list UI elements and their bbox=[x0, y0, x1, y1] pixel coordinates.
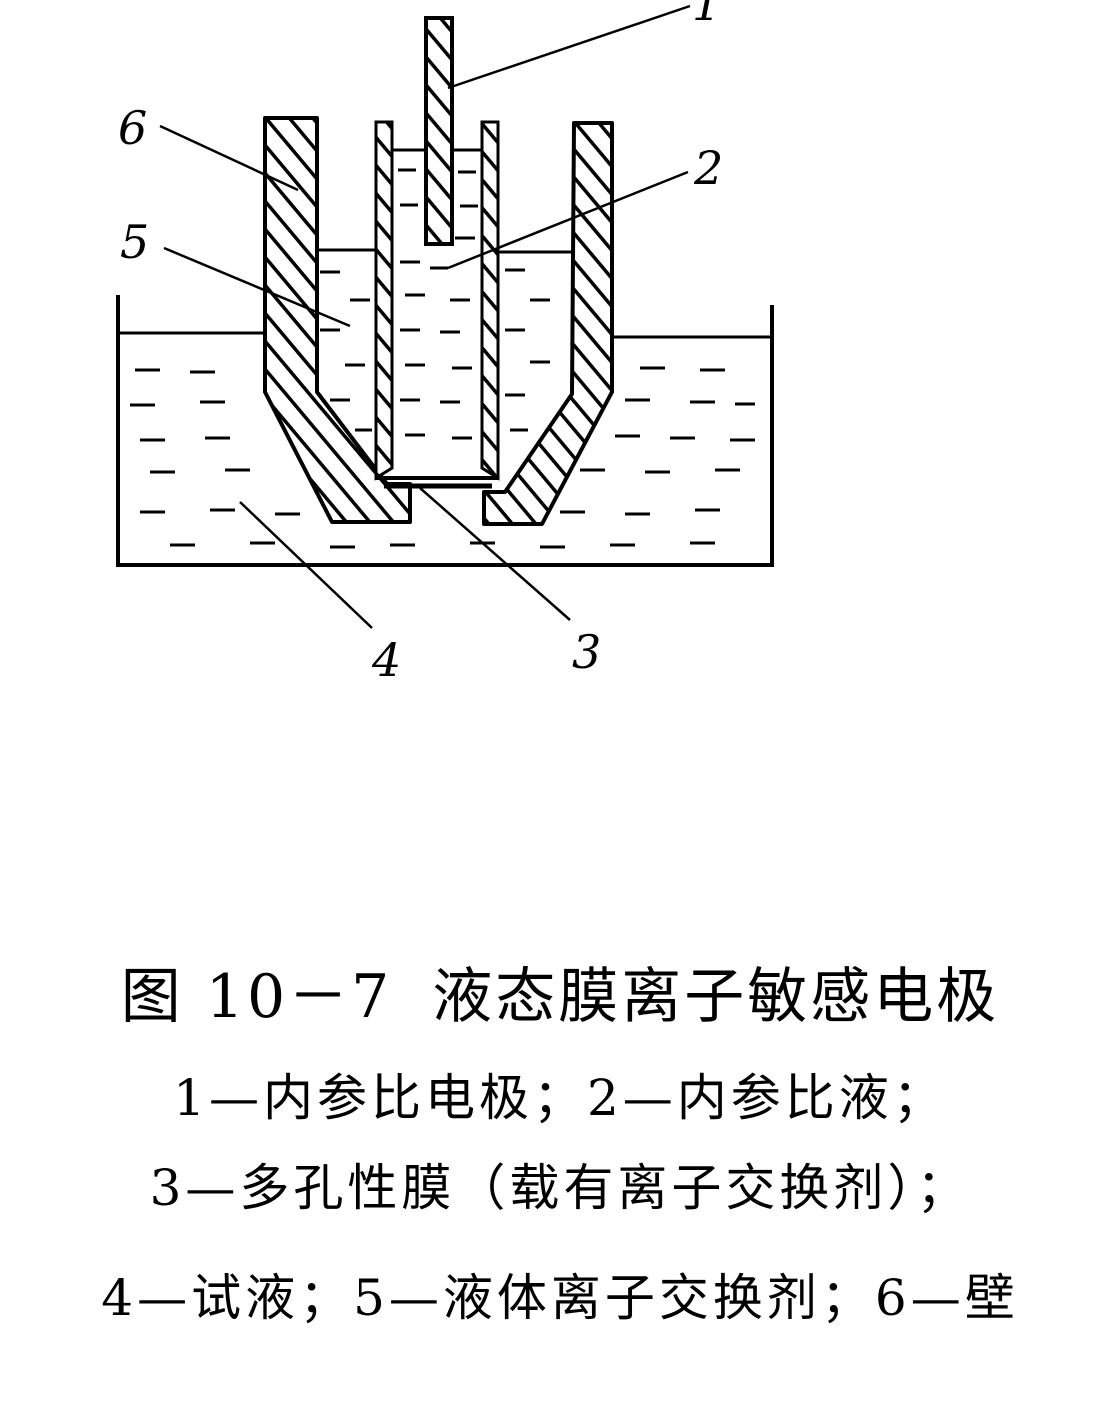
callout-2: 2 bbox=[693, 141, 723, 195]
liquid-ion-exchanger bbox=[320, 268, 550, 432]
legend-line-3: 4—试液；5—液体离子交换剂；6—壁 bbox=[101, 1269, 1019, 1327]
test-solution bbox=[130, 366, 755, 549]
callout-5: 5 bbox=[120, 215, 149, 269]
callout-4: 4 bbox=[371, 633, 401, 687]
figure-caption-title: 图 10－7 液态膜离子敏感电极 bbox=[0, 948, 1120, 1035]
outer-wall-right bbox=[482, 121, 614, 526]
figure-title: 液态膜离子敏感电极 bbox=[432, 962, 1000, 1032]
legend-line-1: 1—内参比电极；2—内参比液； bbox=[173, 1069, 947, 1127]
figure-label: 图 10－7 bbox=[120, 962, 393, 1032]
leader-lines bbox=[159, 4, 691, 629]
callout-6: 6 bbox=[118, 101, 147, 155]
callout-3: 3 bbox=[572, 625, 601, 679]
legend-line-2: 3—多孔性膜（载有离子交换剂）； bbox=[149, 1159, 971, 1217]
inner-tube-right-wall bbox=[480, 120, 500, 481]
electrode-diagram: 1 2 3 4 5 6 bbox=[116, 0, 774, 687]
internal-reference-electrode bbox=[424, 16, 454, 246]
callout-1: 1 bbox=[692, 0, 721, 31]
inner-tube-left-wall bbox=[374, 120, 394, 481]
beaker bbox=[116, 295, 774, 567]
internal-reference-solution bbox=[398, 168, 478, 440]
